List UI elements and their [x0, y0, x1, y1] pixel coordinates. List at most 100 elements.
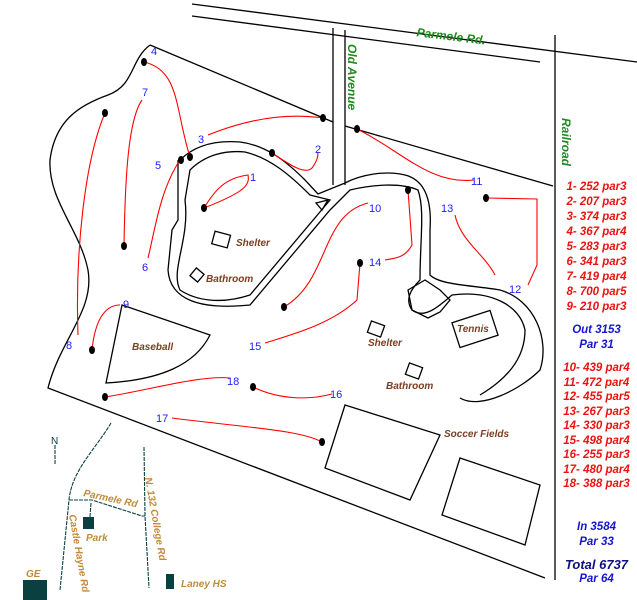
hole-row: 6- 341 par3	[566, 256, 627, 268]
baseball-label: Baseball	[132, 342, 173, 353]
fairway-2	[271, 151, 319, 171]
fairway-15	[264, 262, 361, 344]
ge-marker	[23, 580, 47, 600]
roads-and-boundaries	[47, 3, 637, 580]
hole-row: 1- 252 par3	[566, 181, 627, 193]
fairway-5-6	[147, 159, 181, 259]
parmele-road-edge	[191, 15, 541, 63]
soccer-fields-label: Soccer Fields	[444, 429, 509, 440]
hole-row: 7- 419 par4	[566, 271, 627, 283]
old-avenue-label: Old Avenue	[345, 44, 359, 111]
tee-marker	[320, 114, 326, 122]
hole-number: 18	[227, 376, 239, 388]
fairway-4	[143, 61, 191, 158]
hole-number: 11	[471, 176, 482, 188]
park-access	[89, 502, 92, 518]
parmele-road-edge	[191, 3, 637, 63]
shelter-building	[366, 320, 386, 338]
park-marker	[83, 517, 94, 529]
hole-number: 15	[249, 341, 261, 353]
shelter-label: Shelter	[236, 238, 271, 249]
parmele-road-label: Parmele Rd.	[416, 25, 487, 47]
out-total: Out 3153	[572, 324, 621, 336]
hole-row: 3- 374 par3	[566, 211, 627, 223]
laney-hs-marker	[166, 574, 174, 589]
tee-marker	[357, 259, 363, 267]
hole-row: 9- 210 par3	[566, 301, 627, 313]
hole-row: 5- 283 par3	[566, 241, 627, 253]
tee-marker	[121, 242, 127, 250]
road-labels: Parmele Rd. Old Avenue Railroad	[345, 25, 573, 166]
hole-number: 3	[198, 134, 204, 146]
tee-marker	[483, 194, 489, 202]
tee-marker	[269, 149, 275, 157]
fairway-12	[485, 197, 538, 286]
soccer-field	[441, 457, 541, 546]
hole-number: 12	[509, 284, 521, 296]
road-island	[314, 198, 330, 212]
fairway-9	[91, 304, 121, 351]
tee-marker	[89, 346, 95, 354]
hole-numbers: 1 2 3 4 5 6 7 8 9 10 11 12 13 14 15 16 1…	[66, 46, 521, 425]
parmele-road	[69, 499, 145, 517]
shelter-building	[210, 230, 232, 249]
fairway-7	[123, 99, 143, 247]
bathroom-building	[404, 362, 424, 380]
park-road-outer	[179, 140, 544, 403]
north-label: N	[51, 436, 58, 447]
tee-marker	[178, 156, 184, 164]
fairway-11	[356, 128, 475, 181]
hole-number: 5	[155, 160, 161, 172]
tee-marker	[354, 125, 360, 133]
hole-number: 14	[369, 257, 381, 269]
scorecard-back-nine: 10- 439 par4 11- 472 par4 12- 455 par5 1…	[556, 361, 637, 587]
fairway-16-17	[171, 417, 323, 443]
hole-row: 8- 700 par5	[566, 286, 627, 298]
in-total: In 3584	[577, 520, 616, 533]
tee-marker	[141, 58, 147, 66]
fairway-8	[76, 112, 106, 336]
hole-row: 11- 472 par4	[563, 376, 630, 389]
park-road-inner	[167, 160, 526, 396]
tee-marker	[201, 204, 207, 212]
park-road-loop	[176, 150, 332, 302]
castle-hayne-road	[59, 422, 112, 591]
fairways	[76, 61, 538, 443]
hole-row: 10- 439 par4	[563, 362, 630, 374]
fairway-18b	[252, 386, 333, 399]
hole-row: 15- 498 par4	[563, 434, 630, 447]
tee-marker	[405, 186, 411, 194]
shelter-label: Shelter	[368, 338, 403, 349]
hole-number: 1	[250, 172, 256, 184]
hole-number: 6	[142, 262, 148, 274]
hole-row: 18- 388 par3	[563, 478, 630, 490]
hole-number: 9	[123, 299, 129, 311]
hole-number: 17	[156, 413, 168, 425]
hole-row: 12- 455 par5	[563, 391, 630, 403]
hole-number: 13	[441, 203, 453, 215]
park-label: Park	[86, 533, 108, 544]
hole-number: 7	[142, 87, 148, 99]
out-par: Par 31	[579, 339, 614, 351]
hole-row: 16- 255 par3	[563, 449, 630, 461]
hole-number: 10	[369, 203, 381, 215]
hole-row: 14- 330 par3	[563, 420, 630, 432]
place-labels: Shelter Bathroom Baseball Shelter Tennis…	[132, 238, 509, 440]
soccer-field	[324, 404, 441, 501]
parking-circle	[407, 279, 451, 319]
hole-number: 2	[315, 144, 321, 156]
scorecard-front-nine: 1- 252 par3 2- 207 par3 3- 374 par3 4- 3…	[556, 180, 637, 353]
grand-total: Total 6737	[564, 556, 629, 572]
railroad-label: Railroad	[559, 118, 573, 167]
tee-marker	[250, 383, 256, 391]
fairway-18	[104, 377, 231, 398]
ge-label: GE	[26, 569, 41, 580]
hole-number: 4	[151, 46, 157, 58]
college-road-label: N. 132 College Rd	[142, 477, 168, 563]
fairway-10	[283, 202, 369, 308]
hole-row: 13- 267 par3	[563, 405, 630, 418]
hole-row: 4- 367 par4	[566, 226, 627, 238]
tennis-label: Tennis	[457, 324, 489, 335]
